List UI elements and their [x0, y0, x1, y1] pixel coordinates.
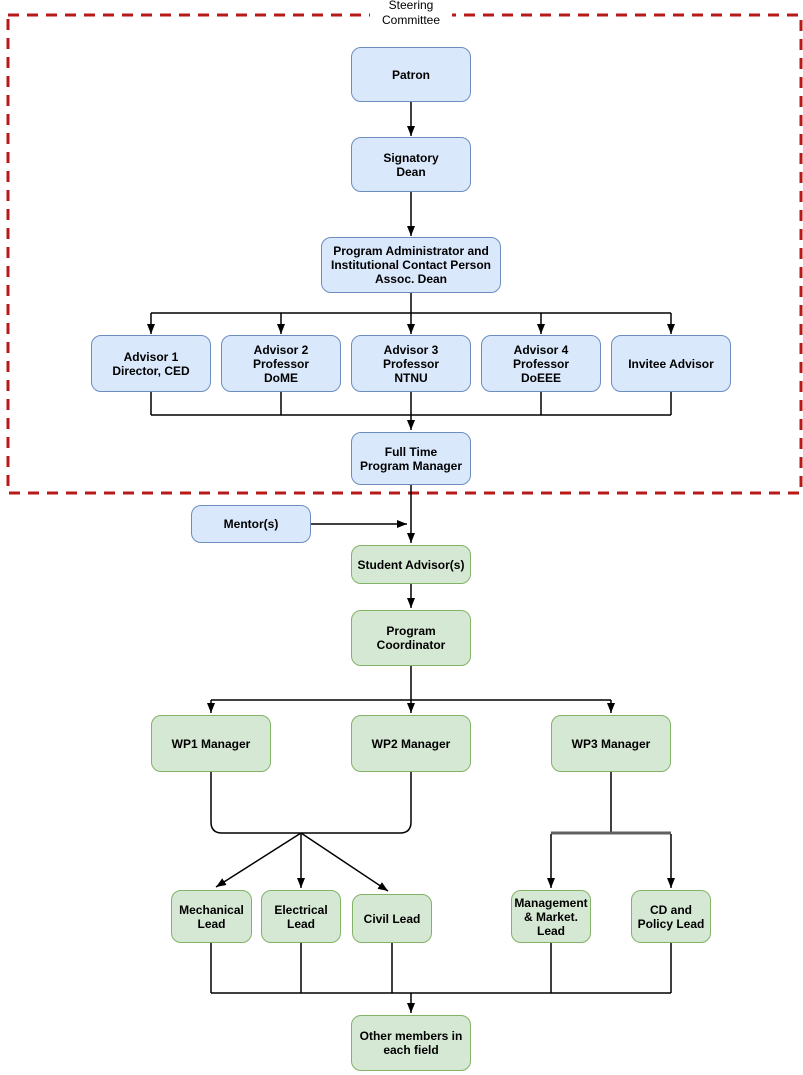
node-advisor4: Advisor 4 Professor DoEEE [481, 335, 601, 392]
connector-wp1-wp2-merge [210, 772, 412, 834]
node-mentors-label: Mentor(s) [223, 517, 279, 531]
node-advisor2: Advisor 2 Professor DoME [221, 335, 341, 392]
node-other-members: Other members in each field [351, 1015, 471, 1071]
node-program-coordinator: Program Coordinator [351, 610, 471, 666]
node-advisor1: Advisor 1 Director, CED [91, 335, 211, 392]
node-full-time-program-manager-label: Full Time Program Manager [359, 444, 463, 473]
node-mechanical-lead: Mechanical Lead [171, 890, 252, 943]
node-patron-label: Patron [391, 67, 430, 82]
node-advisor3-label: Advisor 3 Professor NTNU [382, 342, 440, 385]
connector-to-mechanical-lead [215, 832, 302, 888]
node-invitee-advisor: Invitee Advisor [611, 335, 731, 392]
node-civil-lead: Civil Lead [352, 894, 432, 943]
node-signatory-dean-label: Signatory Dean [383, 150, 439, 179]
node-mentors: Mentor(s) [191, 505, 311, 543]
node-advisor1-label: Advisor 1 Director, CED [112, 349, 190, 378]
node-advisor4-label: Advisor 4 Professor DoEEE [512, 342, 570, 385]
node-invitee-advisor-label: Invitee Advisor [628, 356, 714, 371]
node-wp2-manager: WP2 Manager [351, 715, 471, 772]
node-student-advisors-label: Student Advisor(s) [357, 557, 465, 572]
node-advisor2-label: Advisor 2 Professor DoME [252, 342, 310, 385]
diagram-title: Steering Committee [369, 0, 453, 28]
node-wp1-manager: WP1 Manager [151, 715, 271, 772]
node-signatory-dean: Signatory Dean [351, 137, 471, 192]
node-other-members-label: Other members in each field [359, 1029, 463, 1057]
node-electrical-lead: Electrical Lead [261, 890, 341, 943]
node-program-coordinator-label: Program Coordinator [376, 624, 446, 652]
node-civil-lead-label: Civil Lead [363, 911, 421, 926]
node-wp2-manager-label: WP2 Manager [371, 736, 451, 751]
node-cd-policy-lead: CD and Policy Lead [631, 890, 711, 943]
node-cd-policy-lead-label: CD and Policy Lead [637, 902, 705, 931]
node-management-marketing-lead: Management & Market. Lead [511, 890, 591, 943]
node-wp1-manager-label: WP1 Manager [171, 736, 251, 751]
node-advisor3: Advisor 3 Professor NTNU [351, 335, 471, 392]
node-full-time-program-manager: Full Time Program Manager [351, 432, 471, 485]
node-wp3-manager-label: WP3 Manager [571, 736, 651, 751]
node-student-advisors: Student Advisor(s) [351, 545, 471, 584]
node-mechanical-lead-label: Mechanical Lead [179, 902, 244, 931]
connector-to-civil-lead [300, 832, 389, 892]
node-wp3-manager: WP3 Manager [551, 715, 671, 772]
node-patron: Patron [351, 47, 471, 102]
node-program-administrator-label: Program Administrator and Institutional … [330, 244, 491, 286]
node-electrical-lead-label: Electrical Lead [274, 902, 328, 931]
node-management-marketing-lead-label: Management & Market. Lead [514, 895, 588, 938]
node-program-administrator: Program Administrator and Institutional … [321, 237, 501, 293]
steering-committee-boundary [6, 13, 803, 495]
